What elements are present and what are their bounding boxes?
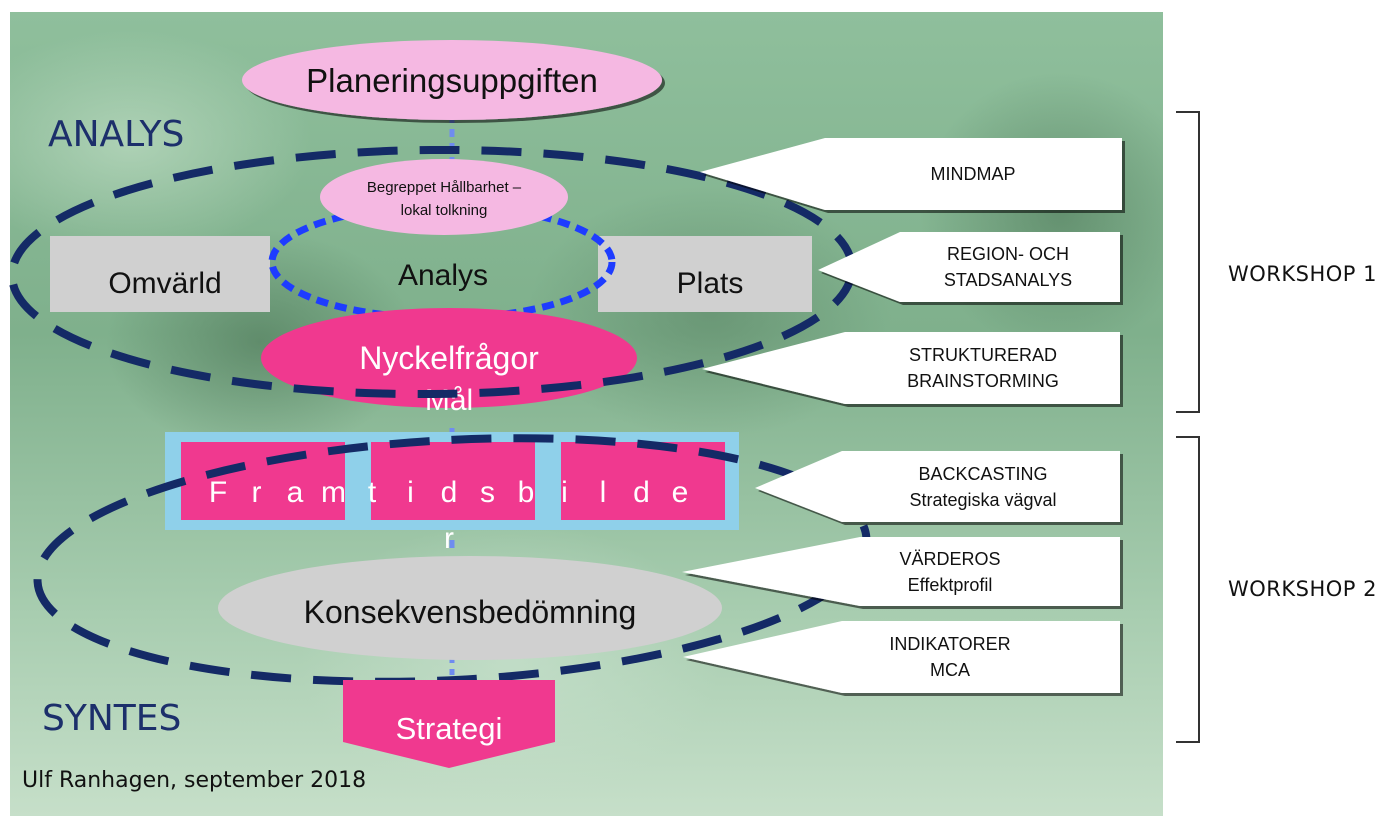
method-brainstorming-line-2: BRAINSTORMING bbox=[907, 371, 1059, 391]
future-letter: l bbox=[600, 476, 607, 509]
author-credit: Ulf Ranhagen, september 2018 bbox=[22, 768, 367, 793]
workshop-1-bracket bbox=[1176, 111, 1200, 413]
method-region-line-2: STADSANALYS bbox=[943, 270, 1073, 290]
syntes-section-label: SYNTES bbox=[42, 698, 181, 739]
method-brainstorming-line-1: STRUKTURERAD bbox=[908, 345, 1057, 365]
callout-value-rose bbox=[682, 537, 1120, 606]
method-value-rose: VÄRDEROS Effektprofil bbox=[850, 539, 1050, 604]
analys-section-label: ANALYS bbox=[48, 114, 184, 155]
method-mindmap-line-1: MINDMAP bbox=[930, 164, 1016, 184]
future-letter: d bbox=[633, 476, 650, 509]
method-callouts bbox=[682, 138, 1122, 693]
method-indicators-line-1: INDIKATORER bbox=[889, 634, 1011, 654]
key-questions-label: Nyckelfrågor bbox=[359, 340, 539, 376]
future-letter: r bbox=[252, 476, 262, 509]
future-letter: s bbox=[480, 476, 495, 509]
callout-indicators bbox=[683, 621, 1120, 693]
scenario-block-3 bbox=[561, 442, 725, 520]
future-letter: t bbox=[368, 476, 377, 509]
strategy-label: Strategi bbox=[396, 711, 503, 746]
future-letter: i bbox=[407, 476, 414, 509]
callout-mindmap bbox=[700, 138, 1122, 210]
scenario-block-1 bbox=[181, 442, 345, 520]
goals-label: Mål bbox=[425, 384, 473, 417]
concept-line-1: Begreppet Hållbarhet – bbox=[367, 179, 522, 196]
method-mindmap: MINDMAP bbox=[830, 140, 1116, 208]
method-indicators: INDIKATORER MCA bbox=[850, 623, 1050, 691]
method-backcasting: BACKCASTING Strategiska vägval bbox=[850, 453, 1116, 520]
workshop-1-label: WORKSHOP 1 bbox=[1228, 262, 1378, 286]
workshop-2-label: WORKSHOP 2 bbox=[1228, 577, 1378, 601]
omvarld-label: Omvärld bbox=[108, 267, 221, 300]
planning-task-node: Planeringsuppgiften bbox=[242, 40, 662, 120]
future-letter: d bbox=[441, 476, 458, 509]
method-brainstorming: STRUKTURERAD BRAINSTORMING bbox=[850, 334, 1116, 402]
method-indicators-line-2: MCA bbox=[929, 660, 970, 680]
callout-region-analysis bbox=[818, 232, 1120, 302]
plats-box: Plats bbox=[598, 236, 812, 312]
future-letter: e bbox=[672, 476, 689, 509]
concept-line-2: lokal tolkning bbox=[401, 202, 488, 219]
scenario-block-2 bbox=[371, 442, 535, 520]
future-letter: i bbox=[561, 476, 568, 509]
method-value-rose-line-1: VÄRDEROS bbox=[899, 548, 1001, 569]
impact-assessment-node: Konsekvensbedömning bbox=[218, 556, 722, 660]
callout-backcasting bbox=[755, 451, 1120, 522]
method-backcasting-line-1: BACKCASTING bbox=[918, 463, 1048, 484]
omvarld-box: Omvärld bbox=[50, 236, 270, 312]
sustainability-concept-node: Begreppet Hållbarhet – lokal tolkning bbox=[320, 159, 568, 235]
planning-task-label: Planeringsuppgiften bbox=[306, 62, 598, 99]
future-letter: m bbox=[321, 476, 346, 509]
method-region-line-1: REGION- OCH bbox=[946, 244, 1069, 264]
impact-assessment-label: Konsekvensbedömning bbox=[304, 594, 637, 630]
callout-brainstorming bbox=[702, 332, 1120, 404]
analysis-inner-ring bbox=[268, 202, 616, 322]
strategy-node: Strategi bbox=[343, 680, 555, 768]
method-backcasting-line-2: Strategiska vägval bbox=[909, 489, 1057, 510]
future-letter: a bbox=[287, 476, 304, 509]
future-letter: r bbox=[444, 522, 454, 555]
workshop-2-bracket bbox=[1176, 436, 1200, 743]
method-value-rose-line-2: Effektprofil bbox=[907, 574, 993, 595]
method-region-analysis: REGION- OCH STADSANALYS bbox=[900, 234, 1116, 300]
plats-label: Plats bbox=[677, 267, 744, 300]
future-letter: F bbox=[209, 476, 227, 509]
future-letter: b bbox=[518, 476, 535, 509]
analysis-center-label: Analys bbox=[398, 259, 488, 292]
key-questions-node: Nyckelfrågor Mål bbox=[261, 308, 637, 417]
